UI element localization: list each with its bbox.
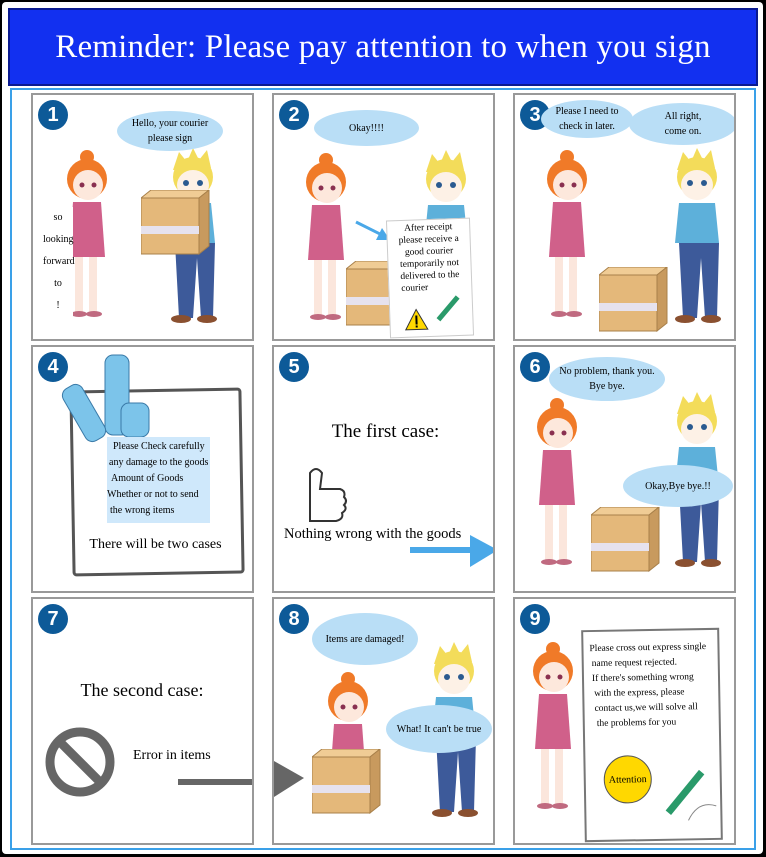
case-heading: The second case: — [80, 680, 204, 700]
arrow-head-icon — [274, 761, 304, 797]
bubble-line: Hello, your courier — [131, 118, 209, 129]
speech-bubble-girl: No problem, thank you.Bye bye. — [549, 357, 665, 401]
panel-8: 8 Items are damaged! What! It can't be t… — [272, 597, 495, 845]
step-badge: 4 — [38, 352, 68, 382]
prohibited-icon — [45, 727, 115, 797]
pen-icon — [665, 769, 717, 821]
caption: There will be two cases — [89, 537, 222, 552]
courier-illustration — [675, 148, 721, 323]
speech-bubble-courier: All right,come on. — [629, 103, 734, 145]
open-package-icon — [591, 507, 660, 572]
step-badge: 2 — [279, 100, 309, 130]
speech-bubble: Hello, your courier please sign — [117, 111, 223, 151]
panel-7: 7 The second case: Error in items — [31, 597, 254, 845]
case-heading: The first case: — [331, 421, 440, 442]
page-title: Reminder: Please pay attention to when y… — [8, 8, 758, 86]
panel-5: 5 The first case: Nothing wrong with the… — [272, 345, 495, 593]
step-badge: 7 — [38, 604, 68, 634]
panel-6: 6 No problem, thank you.Bye bye. Okay,By… — [513, 345, 736, 593]
panel-9: 9 Please cross out express single name r… — [513, 597, 736, 845]
thumbs-up-icon — [309, 468, 347, 522]
package-icon — [141, 190, 210, 255]
package-icon — [599, 267, 668, 332]
step-badge: 8 — [279, 604, 309, 634]
checklist-box: Please Check carefully any damage to the… — [107, 437, 210, 523]
speech-bubble-courier: Okay,Bye bye.!! — [623, 465, 733, 507]
arrow-icon — [178, 779, 252, 785]
attention-stamp: Attention — [603, 755, 653, 804]
arrow-icon — [410, 535, 493, 567]
step-badge: 9 — [520, 604, 550, 634]
speech-bubble-girl: Items are damaged! — [312, 613, 418, 665]
step-badge: 1 — [38, 100, 68, 130]
pen-icon — [436, 295, 460, 322]
warning-icon — [404, 308, 429, 331]
girl-illustration — [547, 150, 587, 317]
speech-bubble-courier: What! It can't be true — [386, 705, 492, 753]
speech-bubble: Okay!!!! — [314, 110, 419, 146]
girl-illustration — [537, 398, 577, 565]
step-badge: 5 — [279, 352, 309, 382]
step-badge: 6 — [520, 352, 550, 382]
comic-grid — [10, 88, 756, 850]
girl-illustration — [533, 642, 573, 809]
tubes-illustration — [61, 354, 150, 443]
caption: Nothing wrong with the goods — [284, 526, 462, 542]
panel-4: 4 Please Check carefully any damage to t… — [31, 345, 254, 593]
bubble-line: please sign — [147, 133, 193, 144]
caption: Error in items — [133, 748, 211, 763]
open-package-icon — [312, 749, 381, 814]
notice-paper: Please cross out express single name req… — [581, 627, 723, 843]
